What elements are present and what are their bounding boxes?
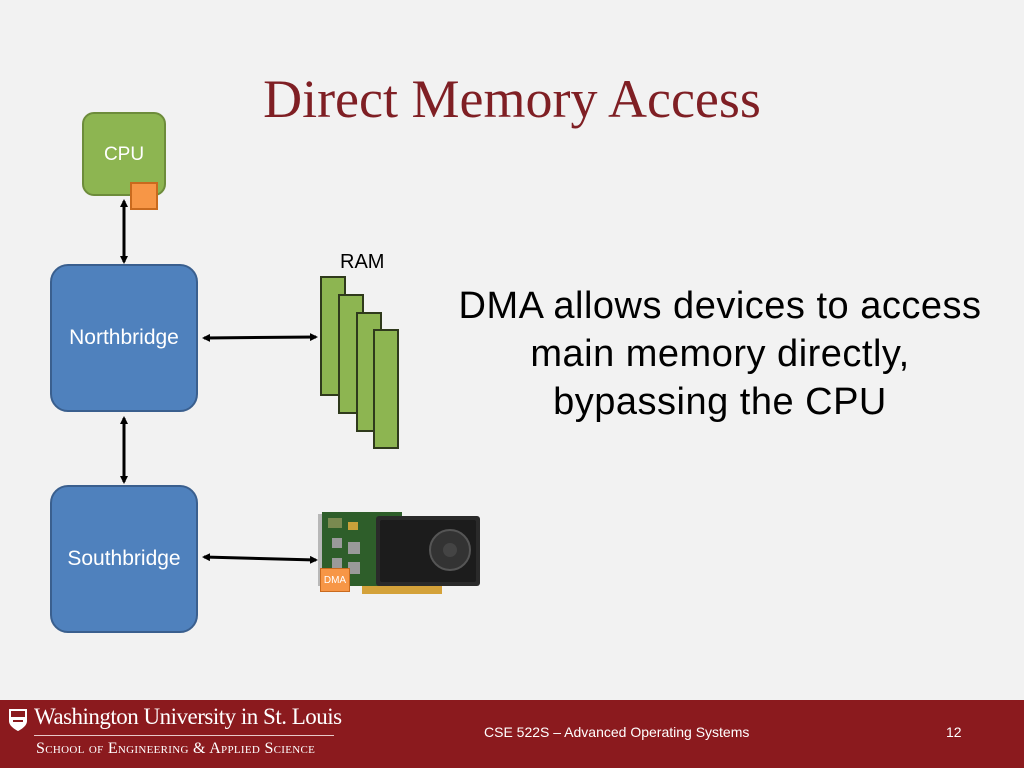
northbridge-ram-arrow (202, 333, 318, 342)
slide-title: Direct Memory Access (263, 69, 761, 129)
school-name: School of Engineering & Applied Science (36, 740, 316, 757)
university-name: Washington University in St. Louis (34, 704, 342, 729)
southbridge-device-arrow (202, 553, 318, 564)
cpu-label: CPU (103, 144, 145, 165)
southbridge-label: Southbridge (67, 547, 181, 570)
slide-description: DMA allows devices to access main memory… (458, 285, 982, 423)
northbridge-box: Northbridge (50, 264, 198, 412)
university-shield-icon (9, 709, 27, 731)
logo-divider (34, 735, 334, 736)
northbridge-label: Northbridge (69, 326, 179, 349)
southbridge-box: Southbridge (50, 485, 198, 633)
dma-controller: DMA (320, 568, 350, 592)
cpu-dma-controller (130, 182, 158, 210)
graphics-card-image (318, 512, 480, 594)
ram-stick (373, 329, 399, 449)
footer-bar (0, 700, 1024, 768)
page-number: 12 (946, 724, 962, 740)
ram-label: RAM (340, 251, 385, 273)
dma-label: DMA (323, 574, 347, 586)
course-title: CSE 522S – Advanced Operating Systems (484, 724, 750, 740)
